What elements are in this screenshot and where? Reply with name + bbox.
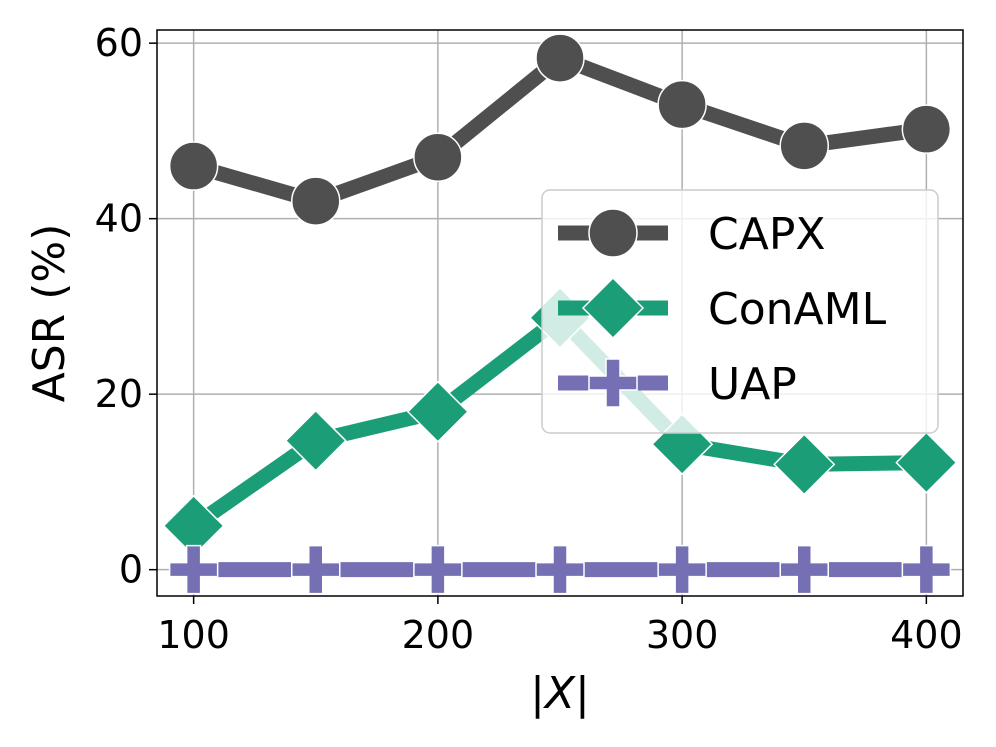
axes: 100 200 300 400 0 20 40 60 bbox=[95, 21, 963, 657]
legend-marker bbox=[588, 358, 638, 408]
data-point bbox=[773, 433, 836, 496]
y-tick-label: 20 bbox=[95, 372, 143, 416]
legend-box bbox=[541, 189, 939, 434]
data-point bbox=[535, 33, 585, 83]
data-point bbox=[413, 132, 463, 182]
y-tick-label: 60 bbox=[95, 21, 143, 65]
data-point bbox=[657, 79, 707, 130]
data-point bbox=[895, 431, 958, 494]
legend: CAPX ConAML UAP bbox=[541, 189, 939, 434]
data-point bbox=[168, 141, 219, 191]
data-point bbox=[284, 409, 347, 472]
data-point bbox=[779, 121, 829, 171]
x-tick-label: 400 bbox=[890, 613, 963, 657]
x-tick-label: 300 bbox=[646, 613, 719, 657]
legend-label: CAPX bbox=[708, 209, 826, 260]
plot-frame bbox=[156, 29, 964, 597]
legend-label: UAP bbox=[708, 359, 797, 410]
legend-marker bbox=[588, 208, 638, 258]
y-axis-label: ASR (%) bbox=[24, 224, 75, 403]
data-point bbox=[535, 544, 585, 595]
data-point bbox=[413, 544, 463, 595]
data-point bbox=[406, 380, 469, 443]
data-point bbox=[168, 544, 219, 595]
y-tick-label: 40 bbox=[95, 197, 143, 241]
data-point bbox=[291, 544, 341, 595]
legend-marker bbox=[581, 276, 645, 340]
data-point bbox=[779, 544, 829, 595]
series-uap bbox=[168, 544, 952, 595]
data-point bbox=[657, 544, 707, 595]
data-point bbox=[901, 544, 952, 595]
x-axis-label: |X| bbox=[530, 668, 590, 719]
x-tick-label: 200 bbox=[402, 613, 475, 657]
y-tick-label: 0 bbox=[119, 548, 143, 592]
series-capx bbox=[168, 33, 952, 226]
data-point bbox=[291, 176, 341, 226]
x-tick-label: 100 bbox=[157, 613, 230, 657]
data-point bbox=[901, 104, 952, 154]
legend-label: ConAML bbox=[708, 284, 887, 335]
